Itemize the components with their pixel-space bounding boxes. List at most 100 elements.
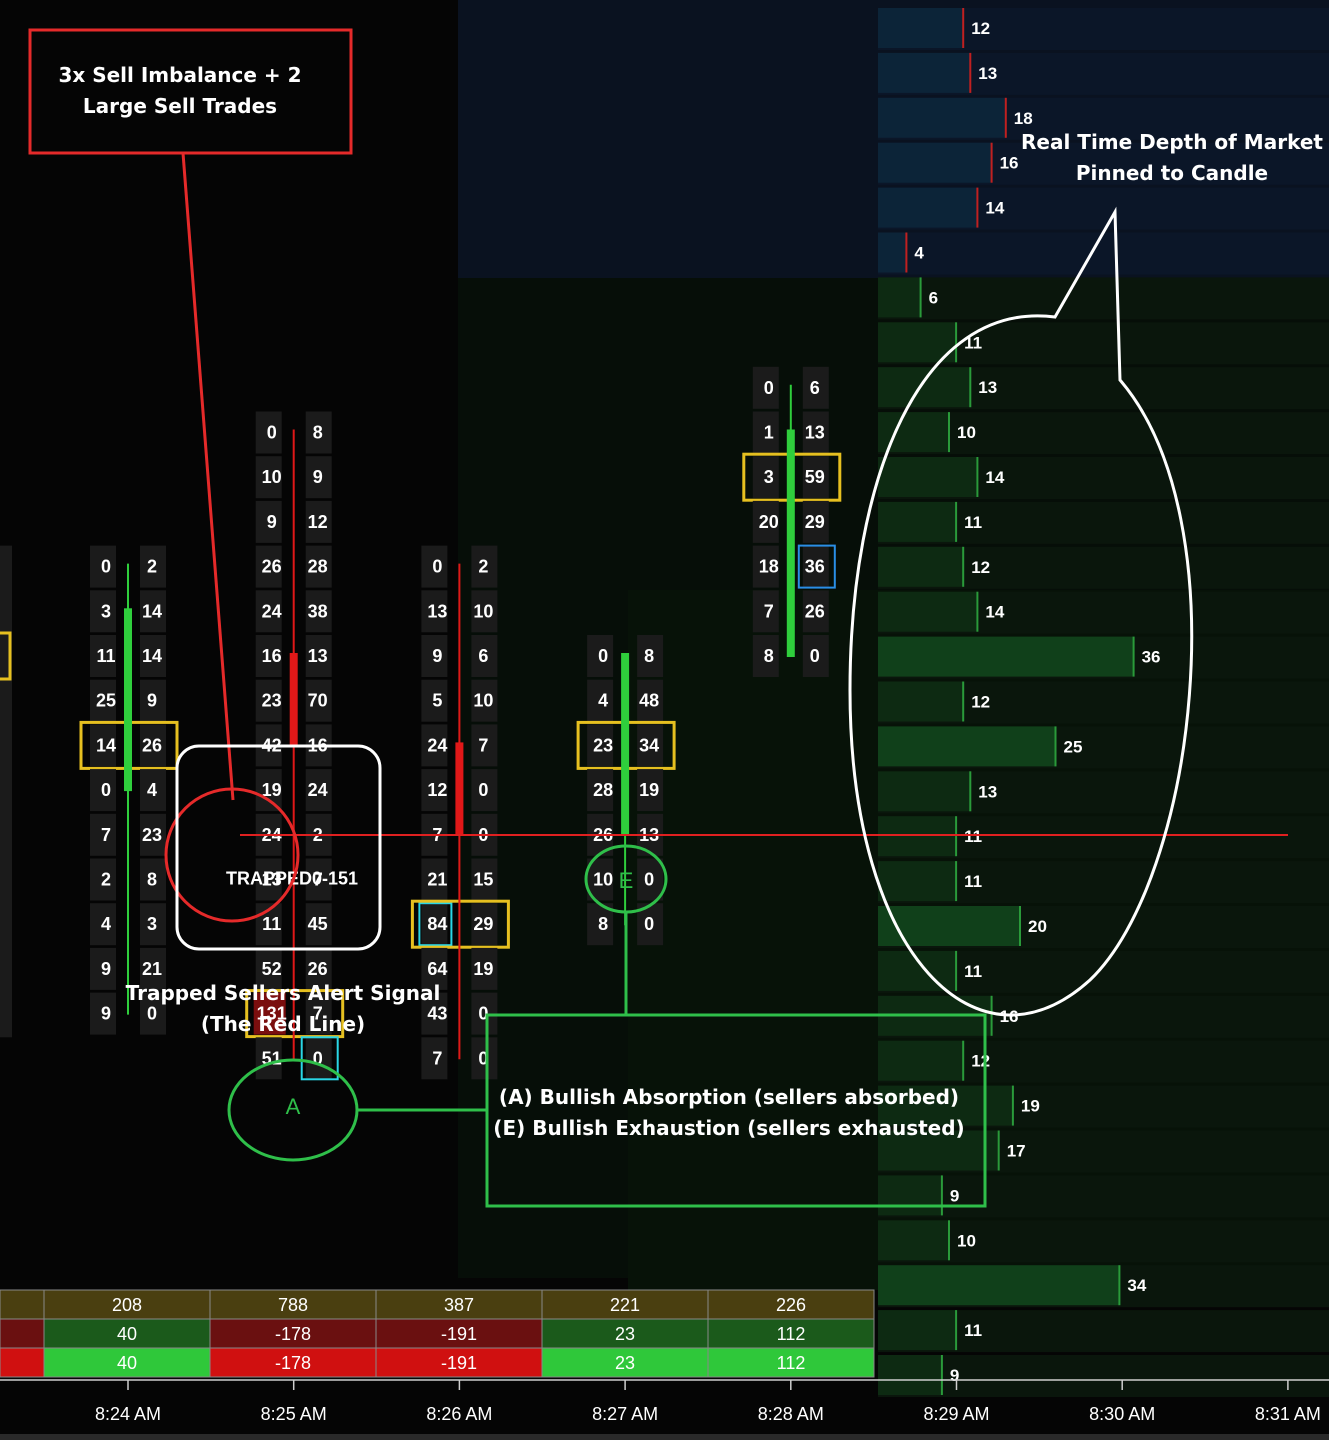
ask-volume: 10 bbox=[473, 691, 493, 711]
stats-cell bbox=[541, 1347, 709, 1378]
stats-value: 112 bbox=[777, 1324, 806, 1344]
ask-cell-bg bbox=[471, 724, 498, 767]
bid-volume: 0 bbox=[267, 423, 277, 443]
bid-volume: 21 bbox=[427, 870, 447, 890]
bid-volume: 7 bbox=[101, 825, 111, 845]
candle-body bbox=[455, 742, 464, 836]
dom-bar bbox=[878, 1040, 964, 1081]
dom-bar bbox=[878, 501, 957, 542]
bid-cell-bg bbox=[255, 947, 282, 990]
ask-cell-bg bbox=[802, 456, 829, 499]
ask-cell-bg bbox=[637, 635, 664, 677]
trapped-value: 0-151 bbox=[312, 869, 358, 889]
ask-volume: 24 bbox=[308, 780, 328, 800]
bid-volume: 20 bbox=[759, 512, 779, 532]
bid-volume: 24 bbox=[262, 601, 282, 621]
bid-volume: 0 bbox=[101, 780, 111, 800]
bid-cell-bg bbox=[90, 858, 116, 901]
ask-cell-bg bbox=[305, 635, 332, 677]
ask-volume: 9 bbox=[147, 691, 157, 711]
dom-size: 16 bbox=[1000, 154, 1019, 173]
time-tick-label: 8:31 AM bbox=[1255, 1404, 1321, 1424]
ask-cell-bg bbox=[471, 769, 498, 812]
dom-size: 25 bbox=[1064, 737, 1083, 756]
dom-bar bbox=[878, 726, 1056, 767]
bid-cell-bg bbox=[752, 545, 779, 588]
ask-cell-bg bbox=[140, 545, 166, 588]
dom-row-bg bbox=[878, 232, 1329, 275]
bid-cell-bg bbox=[752, 590, 779, 633]
dom-size: 12 bbox=[971, 19, 990, 38]
time-tick-label: 8:29 AM bbox=[923, 1404, 989, 1424]
ask-cell-bg bbox=[802, 366, 829, 409]
dom-size: 14 bbox=[985, 199, 1004, 218]
ask-cell-bg bbox=[140, 590, 166, 633]
dom-size: 34 bbox=[1127, 1276, 1146, 1295]
bid-cell-bg bbox=[255, 456, 282, 499]
ask-cell-bg bbox=[305, 992, 332, 1035]
dom-size: 6 bbox=[929, 288, 938, 307]
ask-volume: 12 bbox=[308, 512, 328, 532]
ask-volume: 26 bbox=[805, 601, 825, 621]
bid-volume: 9 bbox=[101, 1004, 111, 1024]
stats-value: -191 bbox=[441, 1353, 477, 1373]
ask-cell-bg bbox=[140, 903, 166, 946]
absorption-circle-a-label: A bbox=[286, 1094, 301, 1119]
dom-size: 13 bbox=[978, 378, 997, 397]
ask-volume: 38 bbox=[308, 601, 328, 621]
bid-volume: 0 bbox=[764, 378, 774, 398]
dom-bar bbox=[878, 1355, 942, 1395]
ask-volume: 26 bbox=[142, 735, 162, 755]
ask-cell-bg bbox=[637, 858, 664, 901]
ask-volume: 0 bbox=[644, 870, 654, 890]
bid-volume: 7 bbox=[432, 1048, 442, 1068]
bid-volume: 13 bbox=[427, 601, 447, 621]
ask-cell-bg bbox=[305, 679, 332, 722]
dom-bar bbox=[878, 1175, 942, 1216]
stats-value: 788 bbox=[278, 1295, 308, 1315]
ask-volume: 45 bbox=[308, 914, 328, 934]
bid-cell-bg bbox=[421, 769, 448, 812]
bid-cell-bg bbox=[255, 411, 282, 454]
stats-cell bbox=[209, 1347, 377, 1378]
time-tick-label: 8:28 AM bbox=[758, 1404, 824, 1424]
ask-volume: 15 bbox=[473, 870, 493, 890]
trapped-sellers-caption-line2: (The Red Line) bbox=[201, 1012, 365, 1036]
bid-cell-bg bbox=[752, 500, 779, 543]
dom-size: 13 bbox=[978, 782, 997, 801]
dom-row-bg bbox=[878, 412, 1329, 455]
bid-volume: 0 bbox=[598, 646, 608, 666]
stats-lead-cell bbox=[0, 1289, 45, 1320]
stats-value: 208 bbox=[112, 1295, 142, 1315]
ask-volume: 6 bbox=[810, 378, 820, 398]
dom-size: 18 bbox=[1014, 109, 1033, 128]
bid-volume: 4 bbox=[598, 691, 608, 711]
ask-cell-bg bbox=[802, 500, 829, 543]
bid-volume: 43 bbox=[427, 1004, 447, 1024]
ask-volume: 7 bbox=[313, 1004, 323, 1024]
bid-cell-bg bbox=[255, 858, 282, 901]
sell-imbalance-callout-line1: 3x Sell Imbalance + 2 bbox=[58, 63, 301, 87]
dom-bar bbox=[878, 97, 1006, 138]
sell-imbalance-pointer bbox=[181, 152, 235, 801]
ask-cell-bg bbox=[305, 858, 332, 901]
stats-cell bbox=[43, 1318, 211, 1349]
bid-cell-bg bbox=[421, 679, 448, 722]
ask-cell-bg bbox=[305, 500, 332, 543]
bid-cell-bg bbox=[587, 769, 614, 812]
bid-cell-bg bbox=[752, 635, 779, 677]
sell-imbalance-callout-line2: Large Sell Trades bbox=[83, 94, 277, 118]
stats-cell bbox=[209, 1289, 377, 1320]
ask-volume: 29 bbox=[805, 512, 825, 532]
bid-cell-bg bbox=[90, 813, 116, 856]
sell-imbalance-callout-box bbox=[28, 28, 353, 155]
ask-volume: 23 bbox=[142, 825, 162, 845]
bid-cell-bg bbox=[90, 545, 116, 588]
dom-size: 11 bbox=[964, 1321, 982, 1340]
dom-bar bbox=[878, 142, 992, 183]
ask-cell-bg bbox=[140, 858, 166, 901]
bid-volume: 10 bbox=[262, 467, 282, 487]
bid-volume: 0 bbox=[101, 557, 111, 577]
dom-bar bbox=[878, 816, 957, 857]
